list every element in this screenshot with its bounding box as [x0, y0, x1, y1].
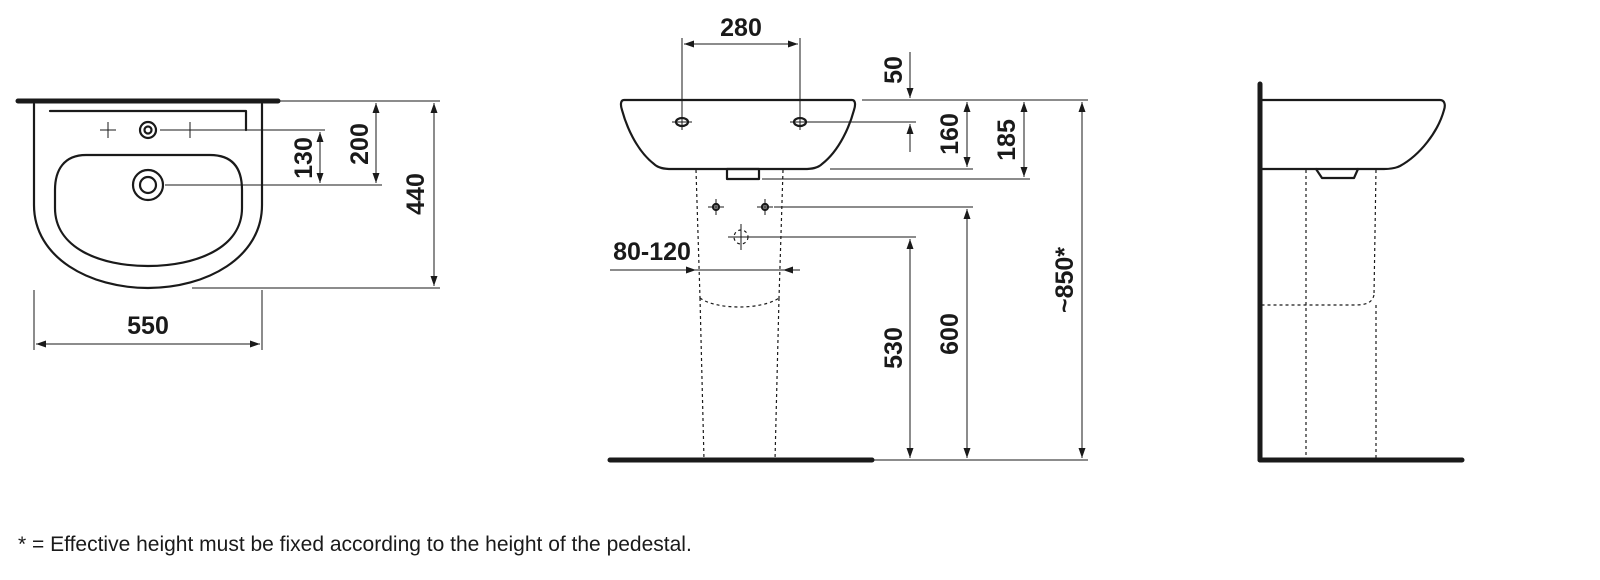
- left-tap-hole-icon: [672, 114, 692, 130]
- top-view: 550 440 200 130: [15, 98, 440, 350]
- basin-bowl-outline: [53, 153, 244, 268]
- pedestal-fixing-hole-left-icon: [708, 199, 724, 215]
- left-tap-position-icon: [100, 122, 116, 138]
- drain-depth-label: 130: [290, 137, 318, 179]
- tap-spacing-label: 280: [720, 14, 762, 42]
- pedestal-fixing-hole-right-icon: [757, 199, 773, 215]
- wall-distance-label: 80-120: [613, 238, 691, 266]
- waste-outlet: [725, 167, 761, 181]
- waste-pipe-hole-icon: [728, 224, 754, 250]
- footnote: * = Effective height must be fixed accor…: [18, 533, 692, 556]
- tap-deck-outline: [48, 109, 248, 132]
- side-waste-outlet: [1314, 167, 1360, 180]
- pedestal-hidden-outline: [695, 169, 784, 461]
- basin-outer-outline: [32, 102, 264, 290]
- drain-hole-icon: [131, 168, 165, 202]
- right-tap-hole-icon: [790, 114, 810, 130]
- tap-hole-icon: [138, 120, 158, 140]
- side-pedestal-hidden-outline: [1262, 169, 1377, 460]
- bowl-height-label: 185: [993, 119, 1021, 161]
- waste-height-label: 530: [880, 327, 908, 369]
- tap-from-rim-label: 50: [880, 56, 908, 84]
- pedestal-height-label: 600: [936, 313, 964, 355]
- total-height-label: ~850*: [1051, 247, 1079, 313]
- basin-side-outline: [1260, 98, 1446, 171]
- front-view: 280 50 160 185 ~850* 600 530 80-120: [607, 14, 1088, 463]
- tap-hole-depth-label: 200: [346, 123, 374, 165]
- basin-front-outline: [619, 98, 857, 171]
- depth-label: 440: [402, 173, 430, 215]
- basin-height-label: 160: [936, 113, 964, 155]
- width-label: 550: [127, 312, 169, 340]
- side-view: [1257, 81, 1465, 463]
